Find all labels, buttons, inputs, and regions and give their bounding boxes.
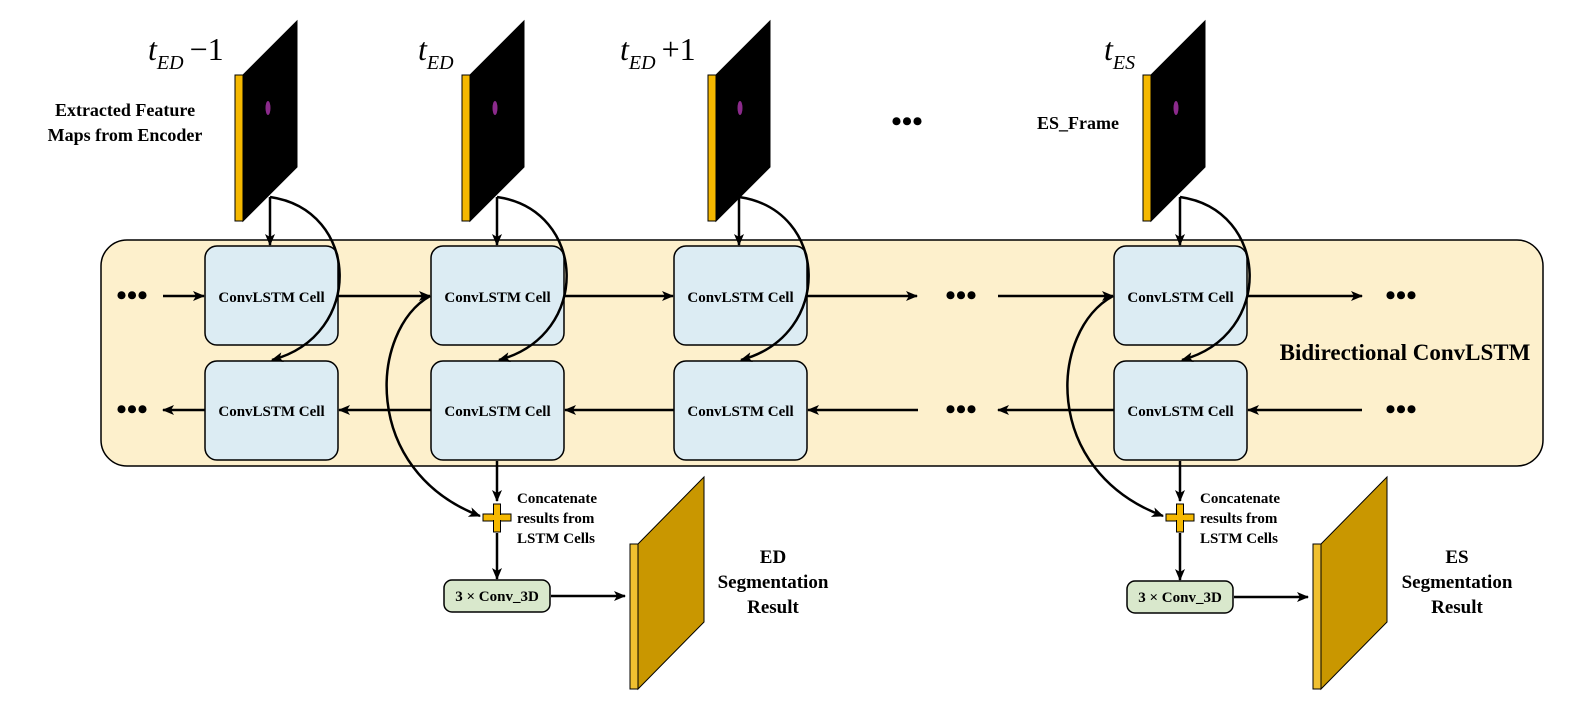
convlstm-cell-forward: ConvLSTM Cell — [1113, 245, 1248, 346]
ed-result-label: Segmentation — [718, 572, 829, 593]
svg-text:ConvLSTM Cell: ConvLSTM Cell — [444, 404, 550, 420]
concat-arrows — [385, 294, 1309, 602]
concat-label: results from — [1200, 511, 1278, 527]
ellipsis: ••• — [945, 279, 977, 312]
ed-result-label: Result — [747, 597, 799, 618]
svg-text:3 × Conv_3D: 3 × Conv_3D — [1138, 590, 1222, 606]
bidirectional-label: Bidirectional ConvLSTM — [1280, 340, 1531, 365]
ed-result-label: ED — [760, 547, 786, 568]
svg-text:ConvLSTM Cell: ConvLSTM Cell — [218, 290, 324, 306]
es-result-label: Result — [1431, 597, 1483, 618]
plus-icon — [482, 503, 512, 533]
concat-label: LSTM Cells — [1200, 531, 1278, 547]
feature-map-icon — [461, 19, 525, 223]
svg-text:ConvLSTM Cell: ConvLSTM Cell — [1127, 404, 1233, 420]
es-frame-label: ES_Frame — [1037, 113, 1119, 133]
concat-label: results from — [517, 511, 595, 527]
segmentation-map-icon — [629, 475, 705, 691]
svg-text:3 × Conv_3D: 3 × Conv_3D — [455, 589, 539, 605]
es-result-label: Segmentation — [1402, 572, 1513, 593]
extracted-feature-label: Extracted Feature — [55, 100, 195, 120]
convlstm-cell-forward: ConvLSTM Cell — [673, 245, 808, 346]
ellipsis: ••• — [1385, 393, 1417, 426]
svg-text:ConvLSTM Cell: ConvLSTM Cell — [218, 404, 324, 420]
convlstm-cell-forward: ConvLSTM Cell — [204, 245, 339, 346]
segmentation-map-icon — [1312, 475, 1388, 691]
extracted-feature-label: Maps from Encoder — [48, 125, 203, 145]
convlstm-cell-backward: ConvLSTM Cell — [430, 360, 565, 461]
concat-label: Concatenate — [1200, 491, 1280, 507]
plus-icon — [1165, 503, 1195, 533]
ellipsis: ••• — [116, 279, 148, 312]
time-label: tED+1 — [620, 31, 696, 74]
convlstm-cell-backward: ConvLSTM Cell — [673, 360, 808, 461]
svg-text:ConvLSTM Cell: ConvLSTM Cell — [444, 290, 550, 306]
ellipsis: ••• — [891, 105, 923, 138]
svg-text:ConvLSTM Cell: ConvLSTM Cell — [687, 404, 793, 420]
feature-map-icon — [234, 19, 298, 223]
svg-text:ConvLSTM Cell: ConvLSTM Cell — [1127, 290, 1233, 306]
concat-label: LSTM Cells — [517, 531, 595, 547]
convlstm-cell-backward: ConvLSTM Cell — [1113, 360, 1248, 461]
conv3d-block: 3 × Conv_3D — [1126, 580, 1234, 614]
feature-map-icon — [1142, 19, 1206, 223]
feature-map-icon — [707, 19, 771, 223]
svg-text:ConvLSTM Cell: ConvLSTM Cell — [687, 290, 793, 306]
time-label: tED−1 — [148, 31, 224, 74]
ellipsis: ••• — [945, 393, 977, 426]
convlstm-cell-forward: ConvLSTM Cell — [430, 245, 565, 346]
conv3d-block: 3 × Conv_3D — [443, 579, 551, 613]
time-label: tES — [1104, 31, 1135, 74]
input-arrows — [265, 195, 1251, 362]
time-label: tED — [418, 31, 454, 74]
convlstm-cell-backward: ConvLSTM Cell — [204, 360, 339, 461]
es-result-label: ES — [1445, 547, 1468, 568]
concat-label: Concatenate — [517, 491, 597, 507]
ellipsis: ••• — [1385, 279, 1417, 312]
ellipsis: ••• — [116, 393, 148, 426]
